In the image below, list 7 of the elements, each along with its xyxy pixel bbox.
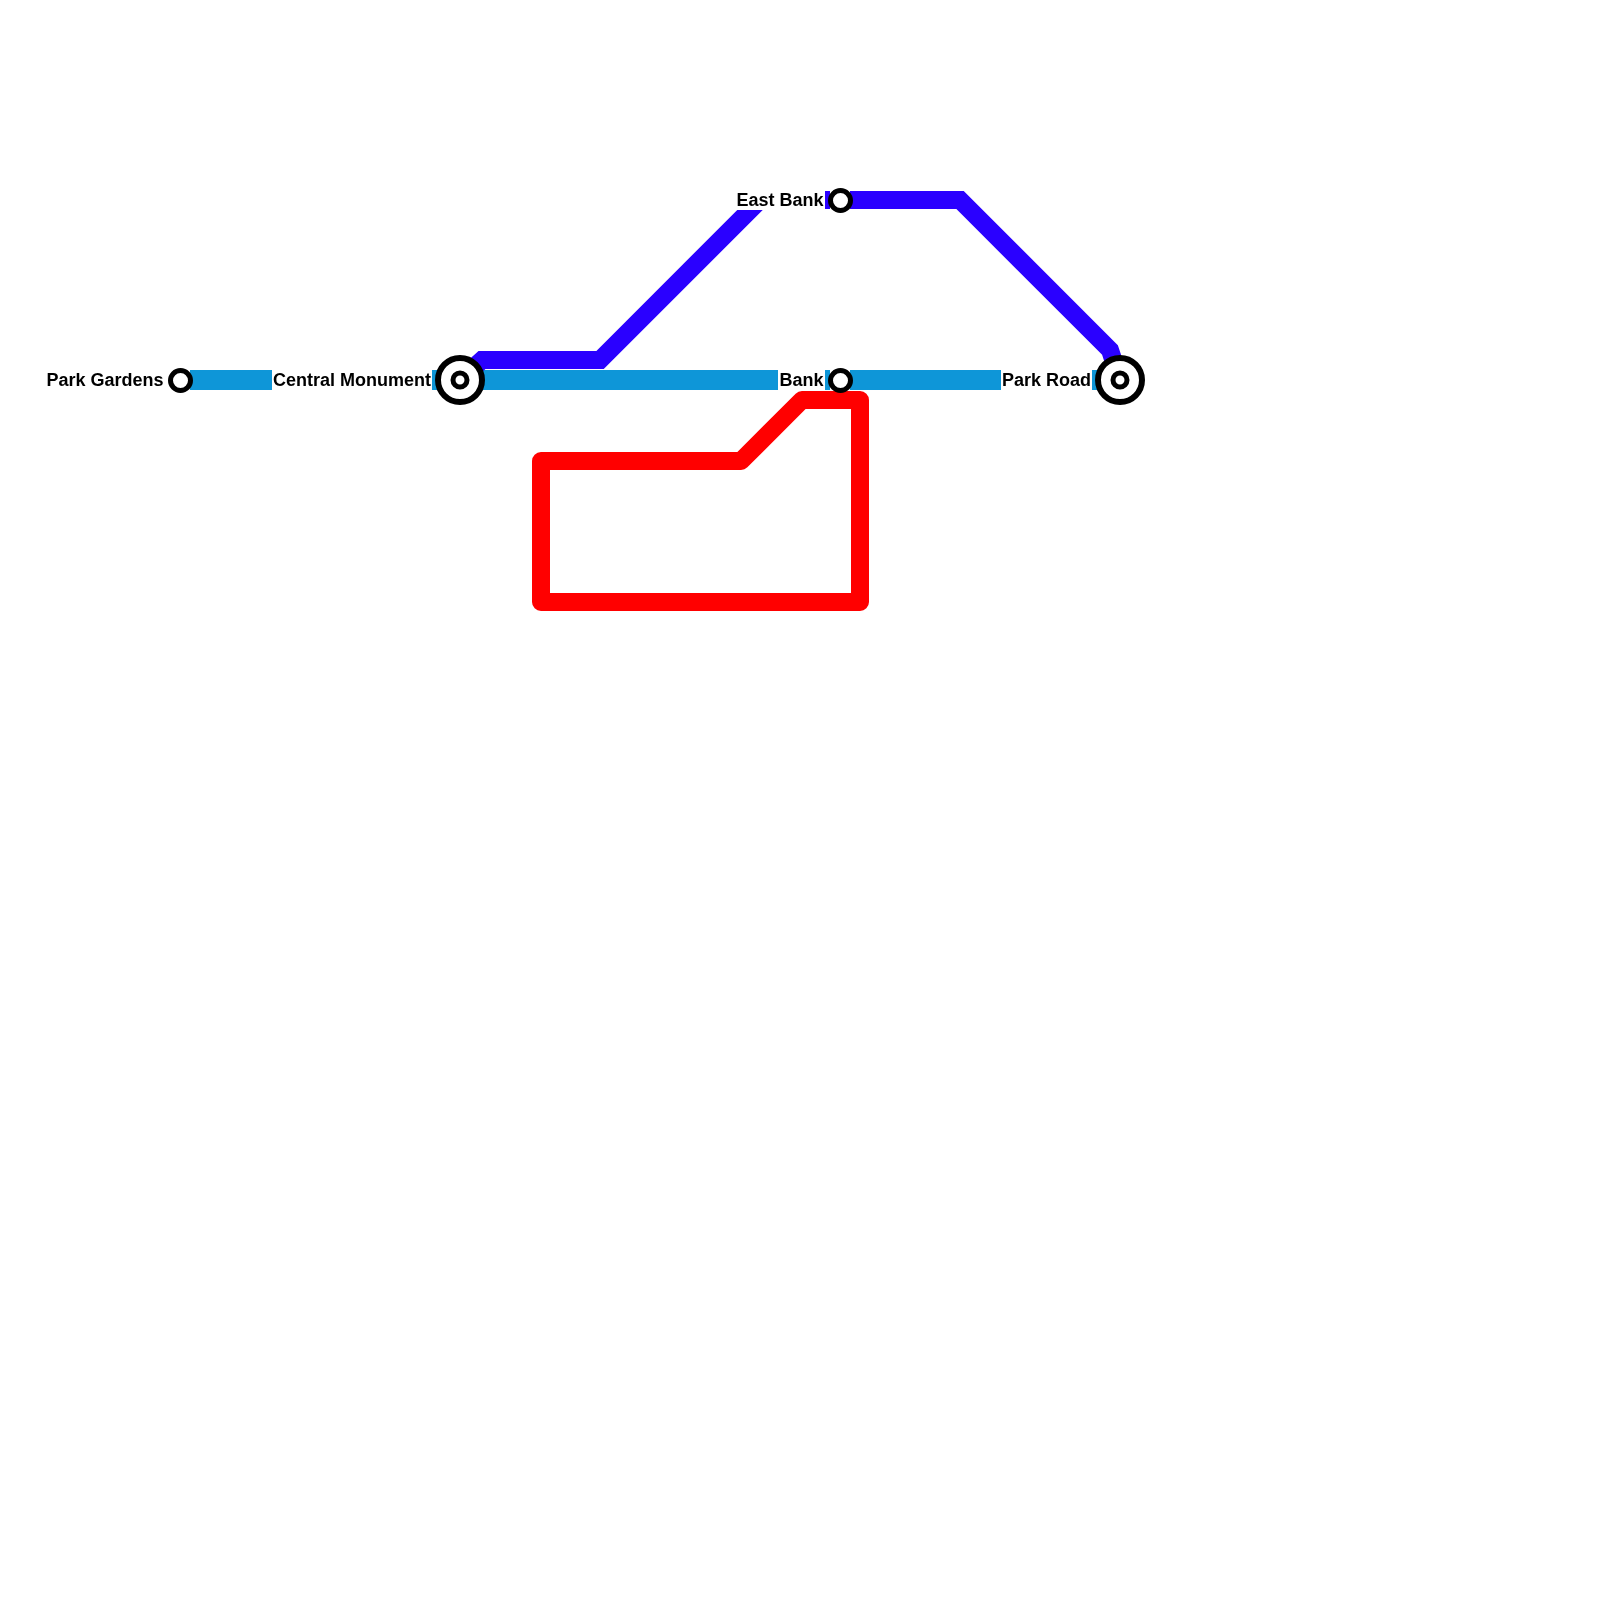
route-line	[850, 191, 1122, 362]
station-label: Park Road	[1000, 370, 1092, 390]
route-line	[470, 191, 830, 372]
station-label: Central Monument	[272, 370, 432, 390]
station-label: Bank	[778, 370, 825, 390]
station-label: East Bank	[735, 190, 825, 210]
route-line	[482, 370, 830, 390]
